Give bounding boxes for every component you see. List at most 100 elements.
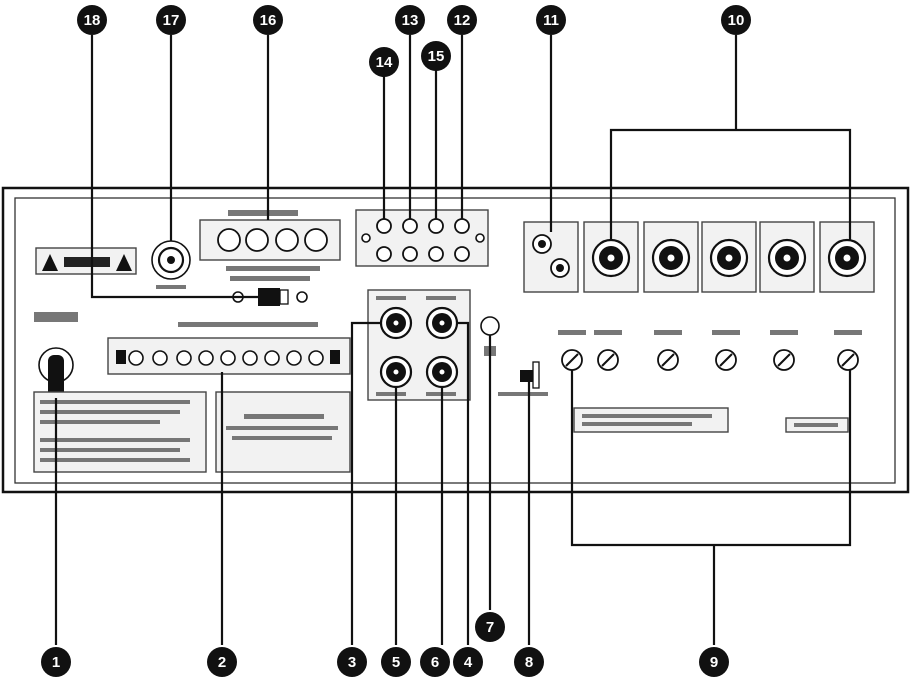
callout-6-label: 6 (431, 654, 439, 671)
trim-knob-2 (594, 330, 622, 371)
input-jack-row (583, 221, 875, 293)
callout-5-label: 5 (392, 654, 400, 671)
callout-3-label: 3 (348, 654, 356, 671)
rca-plate-screw-left (361, 233, 371, 243)
terminal-screw-6 (242, 350, 258, 366)
jack-print-tr (426, 296, 456, 300)
callout-17: 17 (156, 5, 186, 35)
input-jack-4 (759, 221, 815, 293)
switch-print (230, 276, 310, 281)
leader-9-bracket (570, 370, 852, 547)
terminal-screw-8 (286, 350, 302, 366)
instruction-line-7 (244, 414, 324, 419)
callout-2: 2 (207, 647, 237, 677)
ac-outlet-print-lower (226, 266, 320, 271)
rca-jack-13a (402, 218, 418, 234)
rca-jack-14b (376, 246, 392, 262)
phone-jack-6 (425, 355, 459, 389)
callout-4-label: 4 (464, 654, 473, 671)
input-jack-2 (643, 221, 699, 293)
phone-jack-block (367, 289, 471, 401)
rca-pair (523, 221, 579, 293)
callout-11-label: 11 (543, 12, 559, 29)
callout-2-label: 2 (218, 654, 226, 671)
callout-8: 8 (514, 647, 544, 677)
callout-17-label: 17 (163, 12, 180, 29)
instruction-line-2 (40, 410, 180, 414)
jack-print-bl (376, 392, 406, 396)
instruction-labels (33, 391, 351, 473)
warning-label (35, 247, 137, 275)
callout-12-label: 12 (454, 12, 471, 29)
input-jack-3 (701, 221, 757, 293)
callout-10-label: 10 (728, 12, 745, 29)
trim-knob-5 (770, 330, 798, 371)
input-jack-5 (819, 221, 875, 293)
terminal-strip-print (178, 322, 318, 327)
instruction-line-4 (40, 438, 190, 442)
trim-knob-row (558, 330, 862, 371)
rca-jack-15a (428, 218, 444, 234)
input-jack-1 (583, 221, 639, 293)
callout-7: 7 (475, 612, 505, 642)
terminal-screws (128, 350, 324, 366)
callout-13-label: 13 (402, 12, 419, 29)
rca-pair-plate (523, 221, 579, 293)
leader-18 (90, 35, 258, 299)
instruction-line-3 (40, 420, 160, 424)
trim-knob-3 (654, 330, 682, 371)
jack-print-tl (376, 296, 406, 300)
callout-1-label: 1 (52, 654, 60, 671)
callout-8-label: 8 (525, 654, 533, 671)
terminal-screw-2 (152, 350, 168, 366)
terminal-screw-5 (220, 350, 236, 366)
rca-input-strip (355, 209, 489, 267)
phone-jack-3 (379, 306, 413, 340)
ac-outlet-3 (275, 228, 299, 252)
callout-14-label: 14 (376, 54, 393, 71)
leader-4 (456, 321, 470, 645)
callout-15: 15 (421, 41, 451, 71)
instruction-line-5 (40, 448, 180, 452)
terminal-screw-9 (308, 350, 324, 366)
ac-outlet-1 (217, 228, 241, 252)
callout-18: 18 (77, 5, 107, 35)
callout-13: 13 (395, 5, 425, 35)
callout-6: 6 (420, 647, 450, 677)
leader-10-bracket (609, 128, 852, 240)
ac-outlet-print (228, 210, 298, 216)
right-label-1 (573, 407, 729, 433)
callout-16: 16 (253, 5, 283, 35)
speaker-terminal-strip (107, 322, 351, 375)
terminal-end-right (330, 350, 340, 364)
terminal-end-left (116, 350, 126, 364)
instruction-label-2 (215, 391, 351, 473)
callout-15-label: 15 (428, 48, 445, 65)
terminal-screw-4 (198, 350, 214, 366)
terminal-screw-1 (128, 350, 144, 366)
warning-triangle-icon-right (116, 254, 132, 271)
ac-outlet-4 (304, 228, 328, 252)
leader-3 (350, 321, 382, 645)
callout-3: 3 (337, 647, 367, 677)
phone-jack-plate (367, 289, 471, 401)
callout-4: 4 (453, 647, 483, 677)
terminal-screw-7 (264, 350, 280, 366)
instruction-line-8 (226, 426, 338, 430)
phone-jack-4 (425, 306, 459, 340)
right-labels (573, 407, 849, 433)
chassis-inner (14, 197, 896, 484)
slide-switch (258, 288, 280, 306)
impedance-switch (498, 361, 548, 396)
rca-plate-screw-right (475, 233, 485, 243)
warning-triangle-icon-left (42, 254, 58, 271)
ground-post-head (480, 316, 500, 336)
impedance-switch-print (498, 392, 548, 396)
instruction-line-9 (232, 436, 332, 440)
trim-knob-6 (834, 330, 862, 371)
callout-markers: 1 2 3 4 5 6 7 8 (41, 5, 751, 677)
phone-jack-5 (379, 355, 413, 389)
leader-lines (54, 35, 852, 645)
callout-7-label: 7 (486, 619, 494, 636)
slide-switch-tab (279, 289, 289, 305)
